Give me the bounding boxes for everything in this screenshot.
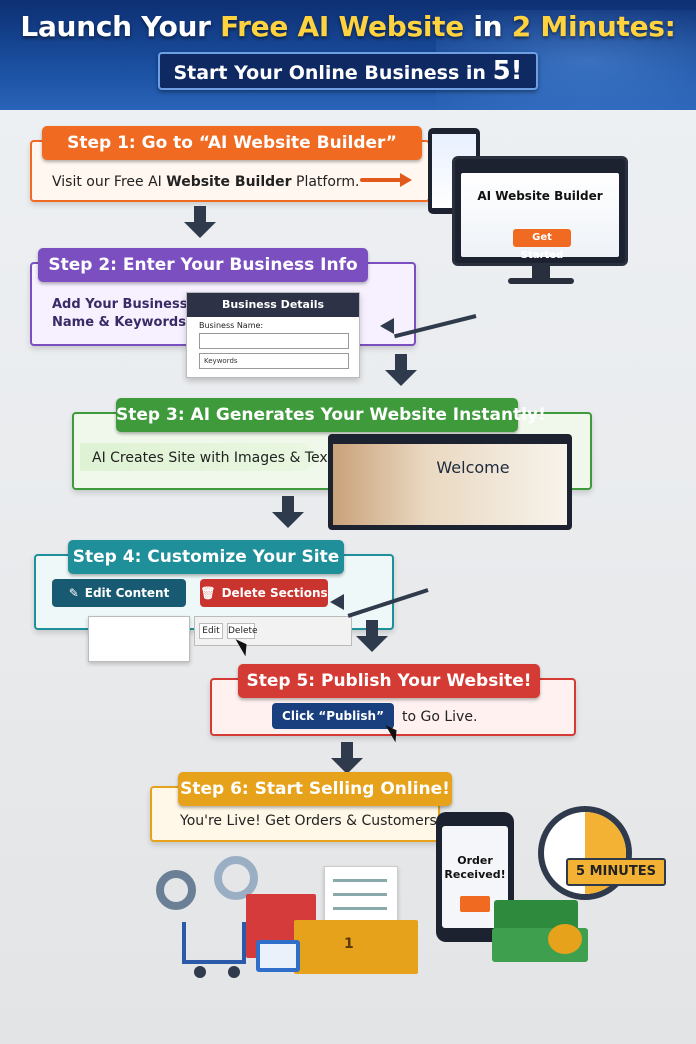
editor-toolbar: Edit Delete [194,616,352,646]
subtitle-number: 5! [492,56,523,86]
timer-label: 5 MINUTES [566,858,666,886]
arrow-down-icon [341,742,353,758]
delete-sections-label: Delete Sections [221,586,328,600]
business-name-input[interactable] [199,333,349,349]
step1-arrow-head-icon [400,173,412,187]
arrow-down-icon [366,620,378,636]
cart-wheel-icon [228,966,240,978]
arrow-down-icon [282,496,294,512]
step1-body: Visit our Free AI Website Builder Platfo… [52,174,360,190]
step1-arrow-icon [360,178,404,182]
checklist-icon [324,866,398,930]
publish-button[interactable]: Click “Publish” [272,703,394,729]
edit-content-label: Edit Content [84,586,170,600]
arrow-down-head-icon [385,370,417,386]
shopping-cart-icon [182,922,246,964]
edit-content-button[interactable]: ✎ Edit Content [52,579,186,607]
website-preview-screen: Welcome [333,444,567,525]
step1-body-pre: Visit our Free AI [52,174,167,190]
edit-tab[interactable]: Edit [199,623,223,639]
step1-body-post: Platform. [291,174,360,190]
order-line1: Order [457,854,493,867]
get-started-button[interactable]: Get Started [513,229,571,261]
step2-body-line2: Name & Keywords [52,315,186,330]
subtitle-text: Start Your Online Business in [173,62,493,84]
arrow-down-icon [194,206,206,222]
editor-thumbnail [88,616,190,662]
cart-wheel-icon [194,966,206,978]
step2-title: Step 2: Enter Your Business Info [38,248,368,282]
arrow-down-head-icon [356,636,388,652]
order-line2: Received! [444,868,506,881]
title-part2: in [463,10,512,43]
website-preview: Welcome [328,434,572,530]
step1-title: Step 1: Go to “AI Website Builder” [42,126,422,160]
subtitle-banner: Start Your Online Business in 5! [158,52,538,90]
delete-tab[interactable]: Delete [227,623,258,639]
header-banner: Launch Your Free AI Website in 2 Minutes… [0,0,696,110]
title-highlight: Free AI Website [220,10,464,43]
title-highlight2: 2 Minutes: [511,10,676,43]
email-icon [256,940,300,972]
business-details-form: Business Details Business Name: Keywords [186,292,360,378]
arrow-down-head-icon [331,758,363,774]
step4-title: Step 4: Customize Your Site [68,540,344,574]
coins-icon [548,924,582,954]
trash-icon: 🗑 [200,586,216,600]
monitor-stand-icon [532,266,550,280]
monitor-icon: AI Website Builder Get Started [452,156,628,266]
arrow-down-head-icon [272,512,304,528]
step2-body-line1: Add Your Business [52,297,188,312]
delete-sections-button[interactable]: 🗑 Delete Sections [200,579,328,607]
welcome-heading: Welcome [436,458,510,477]
step6-title: Step 6: Start Selling Online! [178,772,452,806]
gear-icon [214,856,258,900]
title-part1: Launch Your [20,10,221,43]
arrow-down-icon [395,354,407,370]
form-heading: Business Details [187,293,359,317]
monitor-base-icon [508,278,574,284]
step3-title: Step 3: AI Generates Your Website Instan… [116,398,546,432]
step3-body: AI Creates Site with Images & Text [92,450,334,466]
box-number: 1 [344,936,354,952]
step5-title: Step 5: Publish Your Website! [238,664,540,698]
step6-body: You're Live! Get Orders & Customers. [180,813,442,829]
step3-label-banner [80,443,322,471]
keywords-input[interactable]: Keywords [199,353,349,369]
order-received-text: Order Received! [442,854,508,882]
arrow-down-head-icon [184,222,216,238]
business-name-label: Business Name: [199,321,264,330]
step2-arrow-head-icon [380,318,394,334]
package-box-icon: 1 [294,920,418,974]
step1-body-bold: Website Builder [166,174,292,190]
pencil-icon: ✎ [68,586,79,600]
gear-icon [156,870,196,910]
monitor-title: AI Website Builder [477,189,603,203]
monitor-screen: AI Website Builder Get Started [461,173,619,261]
step4-arrow-head-icon [330,594,344,610]
page-title: Launch Your Free AI Website in 2 Minutes… [0,10,696,43]
step2-body: Add Your Business Name & Keywords [52,296,187,332]
order-button[interactable] [460,896,490,912]
step5-body: to Go Live. [402,709,478,725]
